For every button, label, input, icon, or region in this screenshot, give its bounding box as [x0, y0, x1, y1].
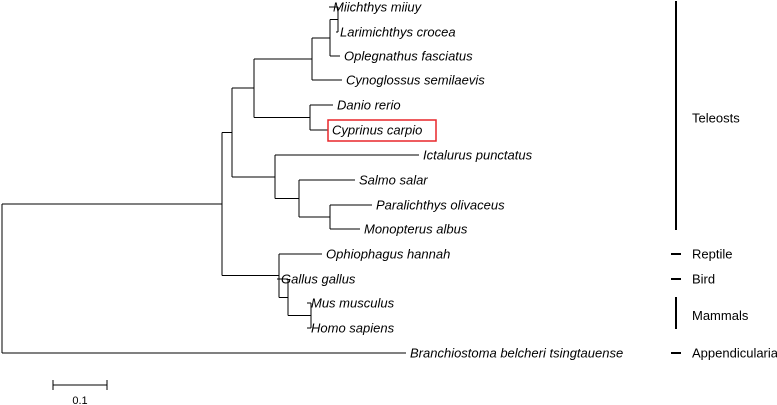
taxon-label: Ictalurus punctatus [423, 148, 533, 163]
scale-bar: 0.1 [52, 380, 108, 405]
taxon-label: Larimichthys crocea [340, 25, 456, 40]
taxon-label: Danio rerio [337, 98, 401, 113]
taxon-label: Branchiostoma belcheri tsingtauense [410, 346, 623, 361]
taxon-label: Miichthys miiuy [333, 0, 423, 15]
clade-label: Bird [692, 272, 715, 287]
scale-bar-label: 0.1 [72, 395, 87, 405]
taxon-label: Ophiophagus hannah [326, 247, 450, 262]
taxon-label: Mus musculus [311, 296, 395, 311]
taxon-label: Cyprinus carpio [332, 123, 422, 138]
clade-label: Reptile [692, 247, 732, 262]
taxon-label: Homo sapiens [311, 321, 395, 336]
clade-label: Teleosts [692, 111, 740, 126]
taxon-label: Salmo salar [359, 173, 428, 188]
taxon-label: Cynoglossus semilaevis [346, 73, 485, 88]
clade-label: Mammals [692, 308, 749, 323]
taxon-label: Paralichthys olivaceus [376, 198, 505, 213]
taxon-label: Oplegnathus fasciatus [344, 49, 473, 64]
taxon-label: Monopterus albus [364, 222, 468, 237]
taxon-label: Gallus gallus [281, 272, 356, 287]
highlight-box [327, 119, 437, 142]
tree-branches [1, 6, 419, 354]
clade-label: Appendicularia [692, 346, 777, 361]
